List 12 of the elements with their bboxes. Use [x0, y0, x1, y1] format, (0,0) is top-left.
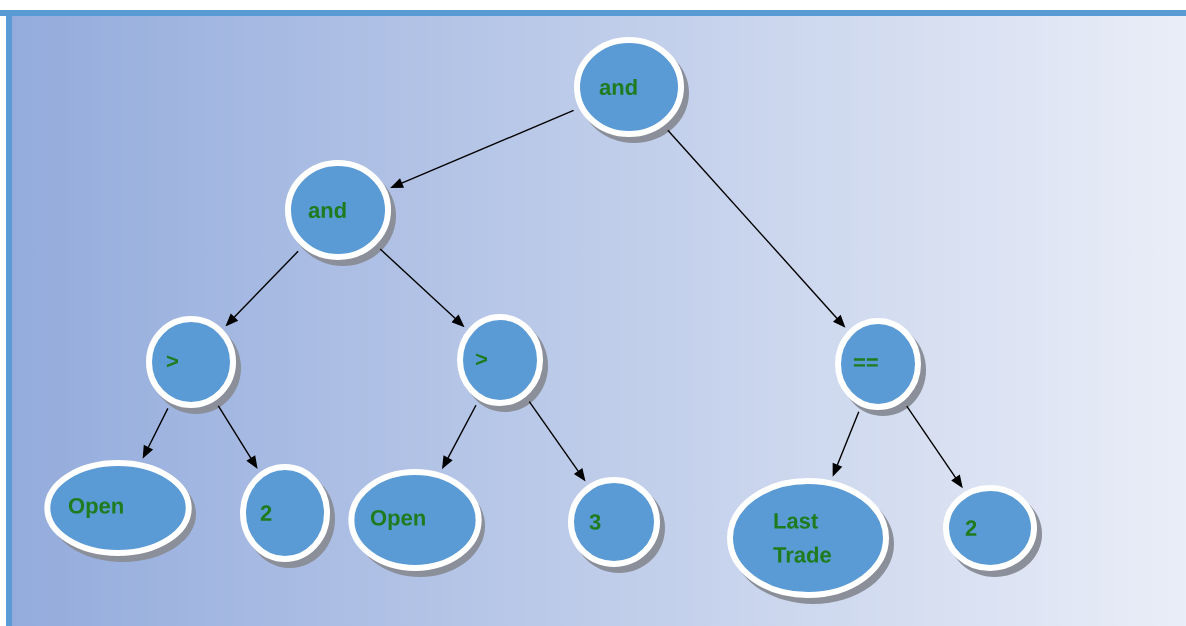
ellipse-node: Last Trade — [727, 478, 894, 604]
ellipse-node: and — [285, 160, 396, 266]
ellipse-node: 3 — [568, 477, 665, 573]
ellipse-node: > — [457, 314, 548, 412]
ellipse-node: 2 — [240, 464, 335, 568]
ellipse-node: > — [146, 316, 241, 414]
ellipse-node: and — [574, 37, 689, 143]
ellipse-node: == — [835, 318, 926, 416]
ellipse-node: Open — [348, 469, 485, 577]
ellipse-node: Open — [44, 460, 196, 562]
arrow — [217, 405, 258, 469]
ellipse-node: 2 — [943, 485, 1042, 577]
